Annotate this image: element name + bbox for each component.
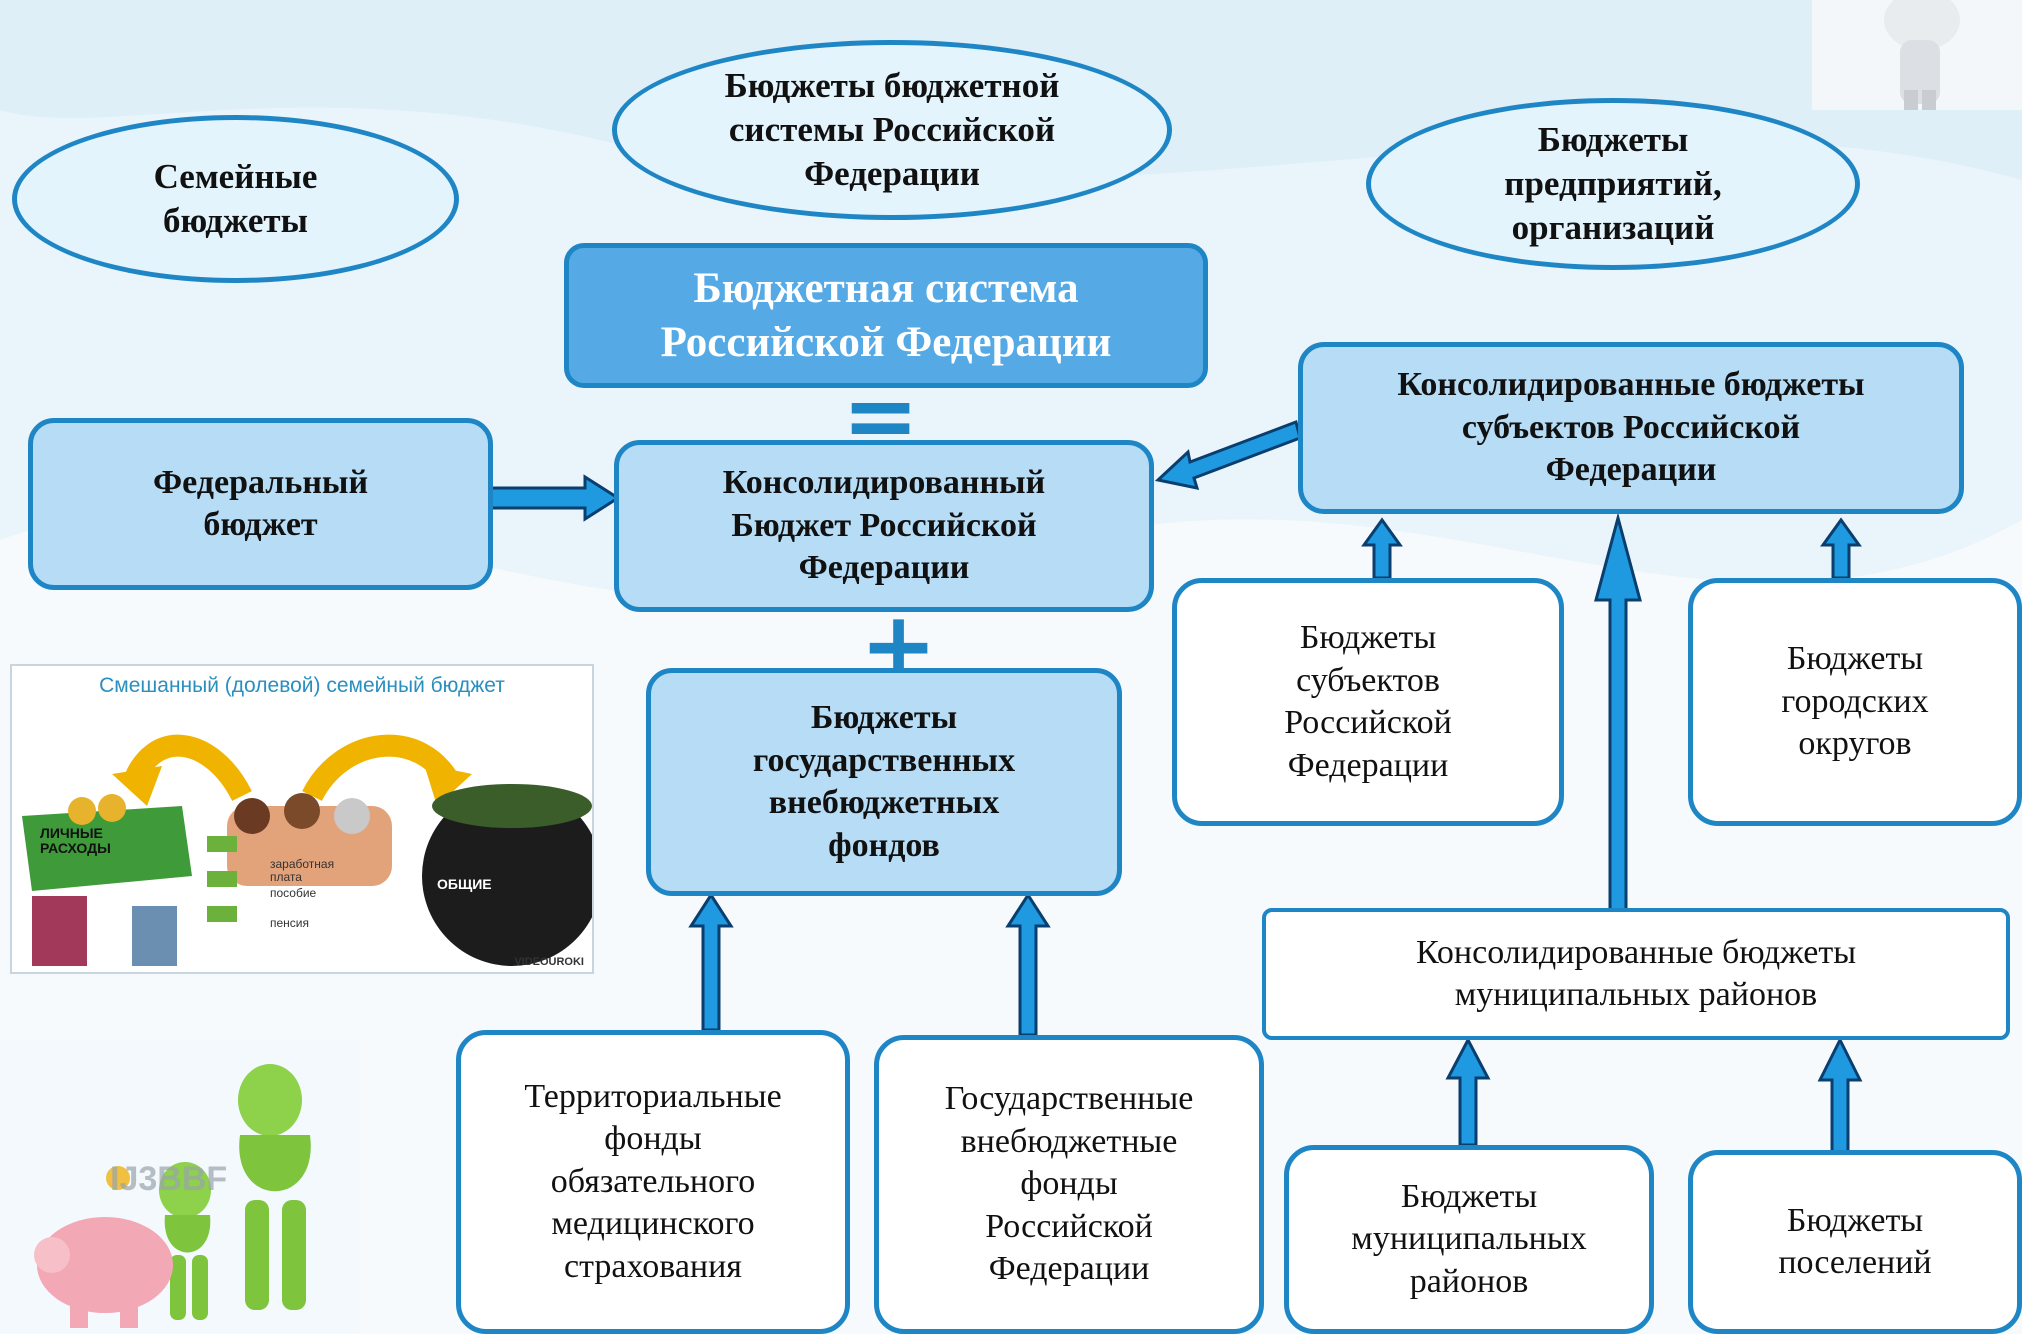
enterprise-budgets-ellipse: Бюджеты предприятий, организаций (1366, 98, 1860, 270)
consolidated-subjects-box: Консолидированные бюджеты субъектов Росс… (1298, 342, 1964, 514)
subjects-budgets-box: Бюджеты субъектов Российской Федерации (1172, 578, 1564, 826)
city-districts-budgets-box: Бюджеты городских округов (1688, 578, 2022, 826)
income-salary-label: заработная плата (270, 857, 335, 885)
family-budgets-ellipse: Семейные бюджеты (12, 115, 459, 283)
income-pension-label: пенсия (270, 916, 309, 930)
family-image-drawing (22, 734, 592, 966)
territorial-funds-box: Территориальные фонды обязательного меди… (456, 1030, 850, 1334)
income-benefit-label: пособие (270, 886, 317, 900)
family-image-title: Смешанный (долевой) семейный бюджет (99, 674, 505, 697)
common-label: ОБЩИЕ (437, 876, 492, 892)
state-funds-box: Государственные внебюджетные фонды Росси… (874, 1035, 1264, 1334)
federal-budget-box: Федеральный бюджет (28, 418, 493, 590)
videouroki-watermark: VIDEOUROKI (514, 956, 584, 968)
settlement-budgets-box: Бюджеты поселений (1688, 1150, 2022, 1334)
municipal-budgets-box: Бюджеты муниципальных районов (1284, 1145, 1654, 1334)
piggy-bank-image: IJ3BBF (0, 1040, 360, 1334)
piggy-watermark: IJ3BBF (110, 1160, 228, 1198)
budget-system-box: Бюджетная система Российской Федерации (564, 243, 1208, 388)
consolidated-municipal-box: Консолидированные бюджеты муниципальных … (1262, 908, 2010, 1040)
family-budget-image: Смешанный (долевой) семейный бюджет ЛИЧН… (10, 664, 594, 974)
budget-system-budgets-ellipse: Бюджеты бюджетной системы Российской Фед… (612, 40, 1172, 220)
person-figure-image (1812, 0, 2022, 110)
state-funds-budgets-box: Бюджеты государственных внебюджетных фон… (646, 668, 1122, 896)
piggy-bank-drawing (0, 1040, 360, 1334)
personal-expenses-label: ЛИЧНЫЕ РАСХОДЫ (40, 825, 111, 857)
consolidated-rf-budget-box: Консолидированный Бюджет Российской Феде… (614, 440, 1154, 612)
